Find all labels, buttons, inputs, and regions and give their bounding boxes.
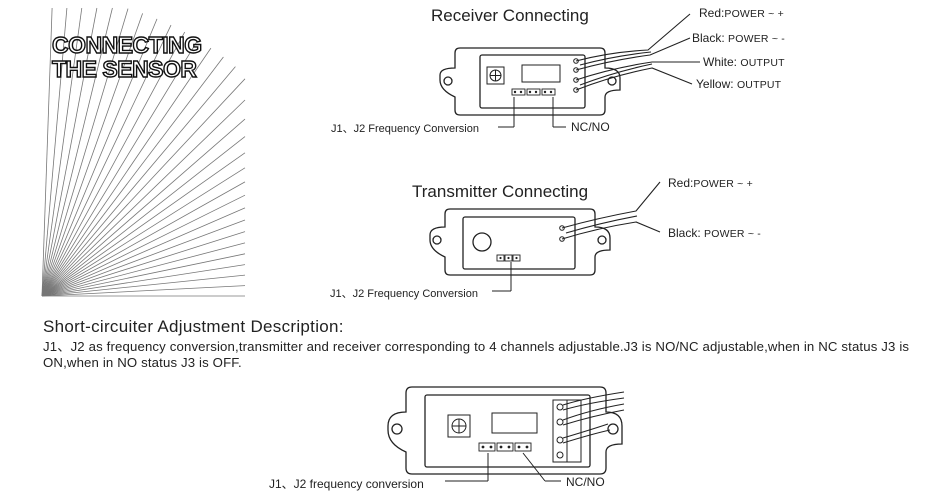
sunburst-ray <box>41 253 246 297</box>
detail-screw-terminal <box>447 414 471 438</box>
sunburst-ray <box>41 78 246 297</box>
sunburst-ray <box>41 242 246 297</box>
transmitter-wire-black: Black: POWER ~ - <box>668 226 761 240</box>
detail-wires <box>562 391 625 444</box>
sunburst-ray <box>41 39 199 297</box>
title-line-2: THE SENSOR <box>51 56 197 82</box>
receiver-jumper-label: J1、J2 Frequency Conversion <box>331 123 479 135</box>
sunburst-ray <box>41 207 246 297</box>
receiver-wire-black: Black: POWER ~ - <box>692 31 785 45</box>
adjustment-description: J1、J2 as frequency conversion,transmitte… <box>43 339 910 370</box>
wire-name: Red: <box>668 176 694 190</box>
transmitter-housing <box>429 208 611 276</box>
wire-name: Yellow: <box>696 77 734 91</box>
transmitter-wire-red: Red:POWER ~ + <box>668 176 753 190</box>
sunburst-ray <box>41 152 246 297</box>
sunburst-ray <box>41 7 113 297</box>
sunburst-ray <box>41 274 246 297</box>
sunburst-ray <box>41 66 236 297</box>
detail-terminal-strip <box>552 399 582 463</box>
sunburst-ray <box>41 231 246 297</box>
wire-name: Red: <box>699 6 725 20</box>
sunburst-ray <box>41 7 53 297</box>
sunburst-ray <box>41 219 246 297</box>
sunburst-ray <box>41 56 224 297</box>
receiver-leader-lines <box>498 97 566 128</box>
receiver-housing <box>439 47 621 116</box>
detail-jumper-label: J1、J2 frequency conversion <box>269 477 424 491</box>
sunburst-ray <box>41 285 246 297</box>
receiver-wire-white: White: OUTPUT <box>703 55 785 69</box>
wire-signal: POWER ~ + <box>693 178 753 190</box>
sunburst-ray <box>41 181 246 297</box>
transmitter-jumper-label: J1、J2 Frequency Conversion <box>330 288 478 300</box>
detail-terminal-screws <box>556 403 564 459</box>
sunburst-ray <box>41 13 143 297</box>
wire-name: White: <box>703 55 738 69</box>
receiver-screw-terminal <box>486 66 505 85</box>
sunburst-ray <box>41 7 68 297</box>
receiver-jumper-pins <box>513 90 553 94</box>
title-line-1: CONNECTING <box>51 32 203 58</box>
sunburst-ray-graphic <box>41 7 246 297</box>
wire-signal: OUTPUT <box>740 57 785 69</box>
sunburst-ray <box>41 264 246 297</box>
wire-signal: POWER ~ - <box>728 33 785 45</box>
detail-jumper-block <box>478 442 532 452</box>
sunburst-ray <box>41 118 246 297</box>
sunburst-ray <box>41 99 246 297</box>
detail-jumper-pins <box>481 445 529 449</box>
sunburst-ray <box>41 7 83 297</box>
detail-ncno-label: NC/NO <box>566 475 605 489</box>
wire-signal: POWER ~ - <box>704 228 761 240</box>
sunburst-ray <box>41 47 212 297</box>
page-title: CONNECTING THE SENSOR <box>51 32 203 82</box>
transmitter-heading: Transmitter Connecting <box>412 182 589 201</box>
wire-name: Black: <box>668 226 701 240</box>
sunburst-ray <box>41 24 172 297</box>
sunburst-ray <box>41 7 98 297</box>
sunburst-ray <box>41 136 246 297</box>
wire-signal: OUTPUT <box>736 79 782 91</box>
receiver-jumper-block <box>511 88 556 96</box>
wire-signal: POWER ~ + <box>724 8 784 20</box>
receiver-ncno-label: NC/NO <box>571 120 610 134</box>
receiver-wire-red: Red:POWER ~ + <box>699 6 784 20</box>
adjustment-heading: Short-circuiter Adjustment Description: <box>43 317 344 336</box>
sunburst-ray <box>41 8 129 297</box>
sunburst-ray <box>41 31 186 297</box>
receiver-wires <box>575 13 700 91</box>
wire-name: Black: <box>692 31 725 45</box>
transmitter-leader-lines <box>492 262 512 292</box>
sunburst-ray <box>41 18 158 297</box>
transmitter-wires <box>561 181 661 240</box>
detail-leader-lines <box>445 452 561 482</box>
receiver-display-window <box>521 64 561 83</box>
sunburst-ray <box>41 194 246 297</box>
receiver-wire-yellow: Yellow: OUTPUT <box>696 77 781 91</box>
receiver-terminals <box>573 58 579 93</box>
receiver-heading: Receiver Connecting <box>431 6 589 25</box>
detail-display-window <box>491 412 538 434</box>
transmitter-jumper-pins <box>499 256 518 260</box>
sunburst-ray <box>41 167 246 297</box>
